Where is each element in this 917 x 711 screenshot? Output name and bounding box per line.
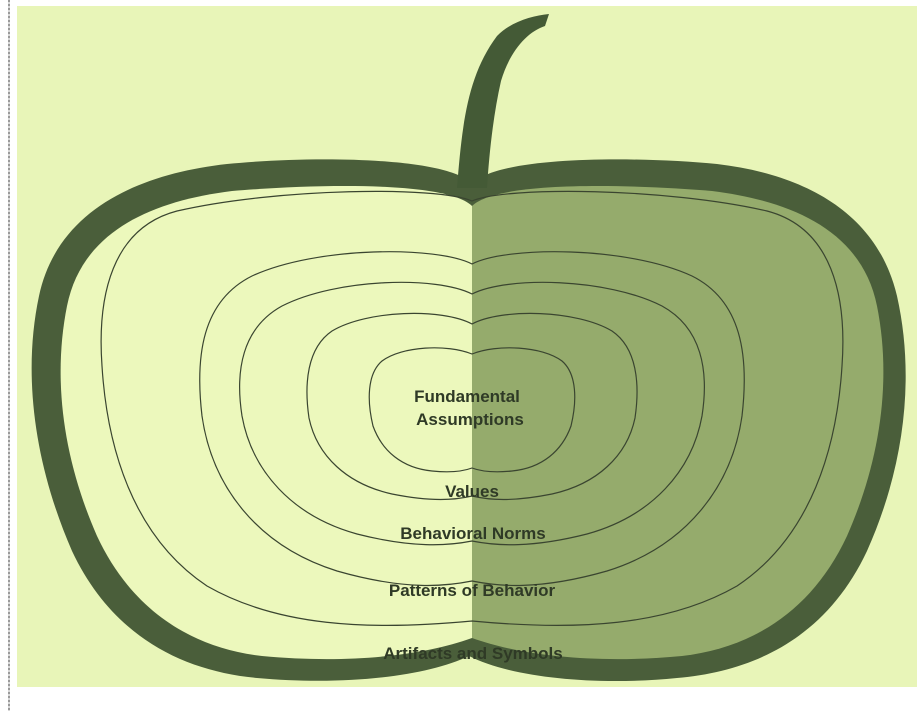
apple-right-half — [472, 186, 884, 660]
contour-outer — [100, 190, 844, 627]
contour-patterns — [199, 251, 745, 587]
contour-assumptions — [368, 347, 576, 473]
apple-left-half — [60, 186, 472, 660]
label-fundamental: Fundamental — [414, 387, 520, 406]
contour-norms — [239, 281, 705, 546]
layer-contours — [100, 190, 844, 627]
label-values: Values — [445, 482, 499, 501]
label-behavioral-norms: Behavioral Norms — [400, 524, 546, 543]
apple-culture-diagram: Fundamental Assumptions Values Behaviora… — [31, 14, 906, 682]
label-patterns-of-behavior: Patterns of Behavior — [389, 581, 556, 600]
apple-stem — [457, 14, 549, 188]
label-artifacts-and-symbols: Artifacts and Symbols — [383, 644, 563, 663]
window-border — [8, 0, 10, 711]
contour-values — [306, 312, 638, 501]
label-assumptions: Assumptions — [416, 410, 524, 429]
